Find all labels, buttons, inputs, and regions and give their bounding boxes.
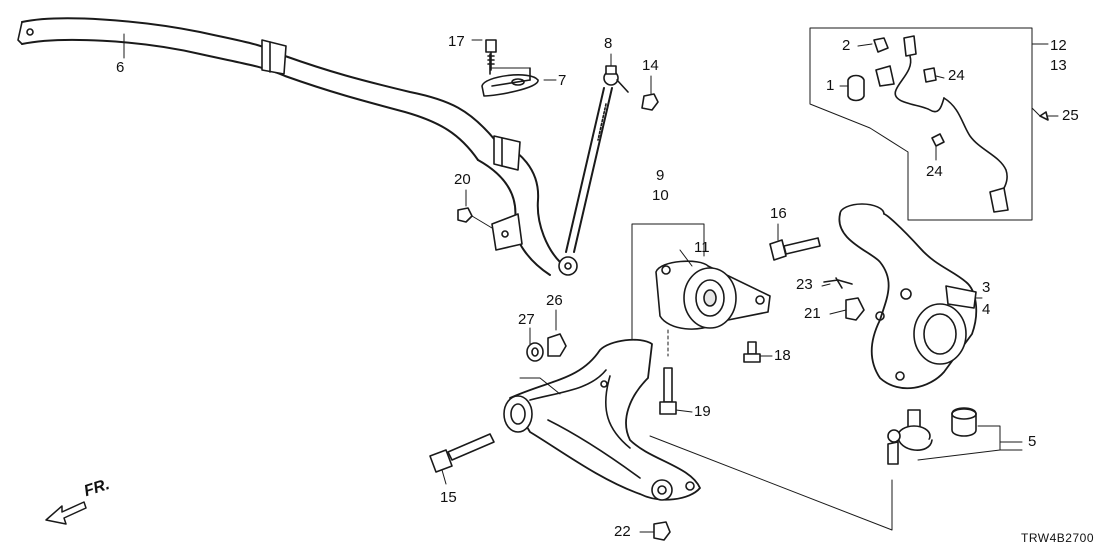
callout-23: 23 xyxy=(796,276,813,293)
callout-4: 4 xyxy=(982,301,991,318)
stabilizer-link xyxy=(558,65,629,276)
bolt-19 xyxy=(659,329,677,415)
callout-12: 12 xyxy=(1050,37,1067,54)
callout-20: 20 xyxy=(454,171,471,188)
wheel-speed-sensor xyxy=(847,35,1049,213)
washer-27 xyxy=(526,342,544,362)
compliance-bushing xyxy=(655,260,771,330)
callout-24-lower: 24 xyxy=(926,163,943,180)
callout-22: 22 xyxy=(614,523,631,540)
callout-11: 11 xyxy=(694,239,710,256)
callout-27: 27 xyxy=(518,311,535,328)
leader-lines xyxy=(123,33,1059,533)
callout-25: 25 xyxy=(1062,107,1079,124)
callout-13: 13 xyxy=(1050,57,1067,74)
bushing-holder-bracket xyxy=(481,39,539,97)
nut-21 xyxy=(845,297,865,321)
callout-6: 6 xyxy=(116,59,125,76)
ball-joint xyxy=(887,407,977,465)
callout-15: 15 xyxy=(440,489,457,506)
nut-20 xyxy=(457,207,473,223)
callout-14: 14 xyxy=(642,57,659,74)
stabilizer-bar xyxy=(17,17,561,276)
cotter-pin-23 xyxy=(823,277,853,289)
diagram-code: TRW4B2700 xyxy=(1021,531,1094,545)
callout-17: 17 xyxy=(448,33,465,50)
callout-3: 3 xyxy=(982,279,991,296)
callout-21: 21 xyxy=(804,305,821,322)
callout-8: 8 xyxy=(604,35,613,52)
callout-26: 26 xyxy=(546,292,563,309)
nut-14 xyxy=(641,93,659,111)
callout-18: 18 xyxy=(774,347,791,364)
nut-22 xyxy=(653,521,671,541)
group-brackets xyxy=(489,27,1041,531)
bolt-16 xyxy=(769,237,821,261)
callout-16: 16 xyxy=(770,205,787,222)
callout-19: 19 xyxy=(694,403,711,420)
callout-2: 2 xyxy=(842,37,851,54)
callout-9: 9 xyxy=(656,167,665,184)
front-direction-arrow-icon xyxy=(45,501,87,525)
callout-24-upper: 24 xyxy=(948,67,965,84)
callout-5: 5 xyxy=(1028,433,1037,450)
bolt-18 xyxy=(743,341,761,363)
steering-knuckle xyxy=(838,203,978,390)
bolt-15 xyxy=(429,433,495,473)
callout-7: 7 xyxy=(558,72,567,89)
lower-arm xyxy=(503,338,701,501)
callout-1: 1 xyxy=(826,77,835,94)
callout-10: 10 xyxy=(652,187,669,204)
nut-26 xyxy=(547,333,567,357)
